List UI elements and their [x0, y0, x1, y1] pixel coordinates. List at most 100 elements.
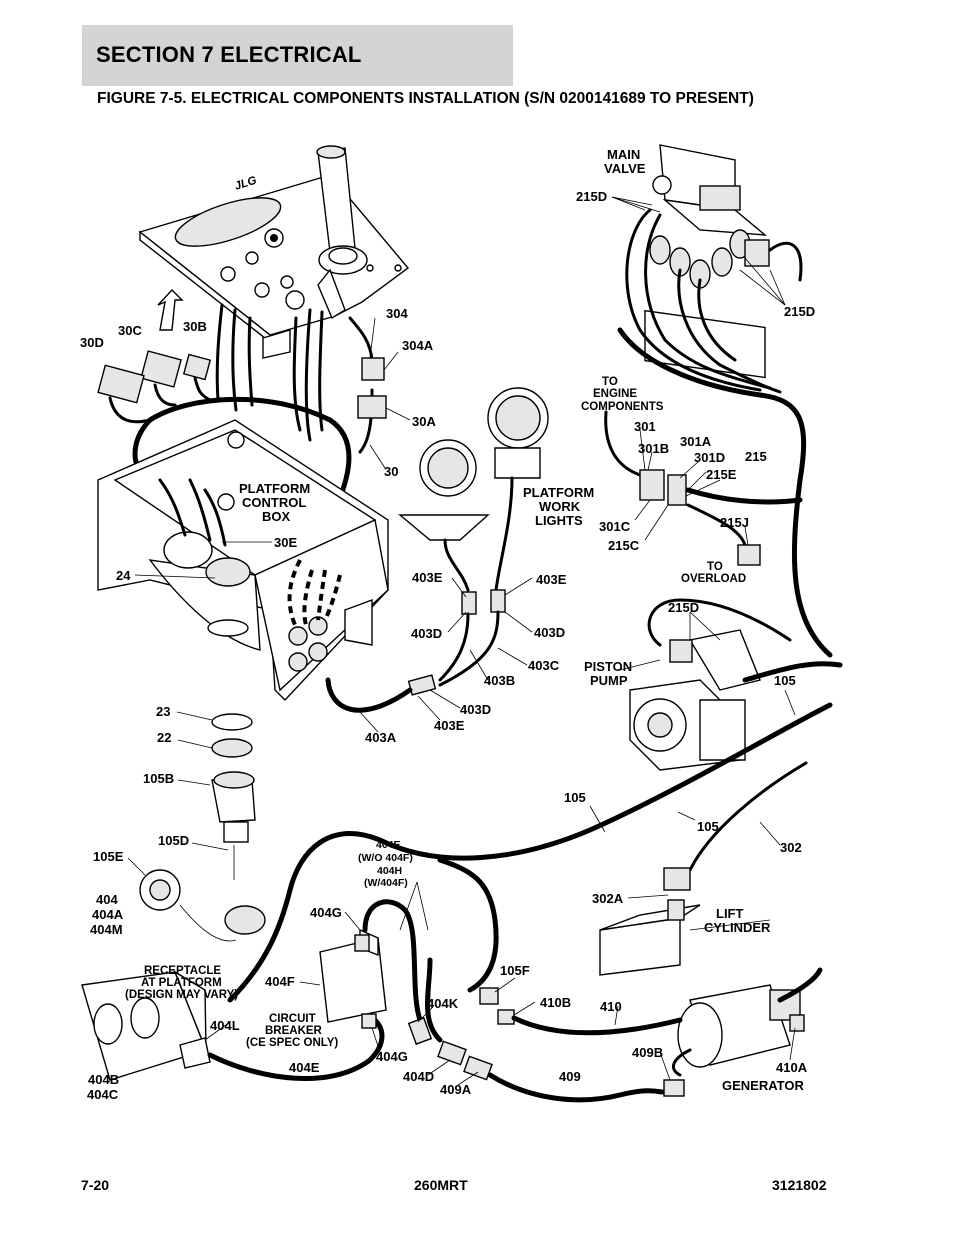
- label-30: 30: [384, 464, 398, 479]
- label-30c: 30C: [118, 323, 142, 338]
- label-404d: 404D: [403, 1069, 434, 1084]
- label-piston-1: PISTON: [584, 659, 632, 674]
- label-to-overload-2: OVERLOAD: [681, 573, 746, 585]
- label-404: 404: [96, 892, 118, 907]
- label-215d: 215D: [576, 189, 607, 204]
- circuit-breaker: [319, 899, 423, 1029]
- label-403c: 403C: [528, 658, 560, 673]
- label-to-engine-2: ENGINE: [593, 388, 637, 400]
- label-404e-top: 404E: [376, 839, 401, 851]
- footer-page-number: 7-20: [81, 1177, 110, 1193]
- label-404g: 404G: [376, 1049, 408, 1064]
- label-301d: 301D: [694, 450, 725, 465]
- label-105: 105: [774, 673, 796, 688]
- label-404b: 404B: [88, 1072, 119, 1087]
- label-301: 301: [634, 419, 656, 434]
- receptacle-box: [81, 970, 385, 1081]
- label-pcb-2: CONTROL: [242, 495, 306, 510]
- label-105: 105: [697, 819, 719, 834]
- label-lift-1: LIFT: [716, 906, 743, 921]
- main-valve: [617, 144, 833, 658]
- section-header-bar: SECTION 7 ELECTRICAL: [82, 25, 513, 86]
- label-404k: 404K: [427, 996, 459, 1011]
- label-rec-3: (DESIGN MAY VARY): [125, 989, 238, 1001]
- label-pwl-1: PLATFORM: [523, 485, 594, 500]
- label-410b: 410B: [540, 995, 571, 1010]
- label-403d: 403D: [534, 625, 565, 640]
- generator: [663, 967, 823, 1097]
- label-to-engine-3: COMPONENTS: [581, 401, 664, 413]
- label-403d: 403D: [460, 702, 491, 717]
- leader-lines: [127, 196, 796, 1086]
- label-main-valve-1: MAIN: [607, 147, 640, 162]
- label-cb-3: (CE SPEC ONLY): [246, 1037, 338, 1049]
- label-404l: 404L: [210, 1018, 240, 1033]
- label-215d: 215D: [784, 304, 815, 319]
- label-w-404f: (W/404F): [364, 877, 408, 889]
- label-cb-1: CIRCUIT: [269, 1013, 316, 1025]
- label-pcb-1: PLATFORM: [239, 481, 310, 496]
- label-23: 23: [156, 704, 170, 719]
- label-rec-1: RECEPTACLE: [144, 965, 221, 977]
- label-24: 24: [116, 568, 131, 583]
- label-105d: 105D: [158, 833, 189, 848]
- label-403e: 403E: [412, 570, 443, 585]
- label-30e: 30E: [274, 535, 297, 550]
- label-rec-2: AT PLATFORM: [141, 977, 222, 989]
- label-404e: 404E: [289, 1060, 320, 1075]
- label-105f: 105F: [500, 963, 530, 978]
- piston-pump: [629, 598, 843, 771]
- label-404g: 404G: [310, 905, 342, 920]
- label-215: 215: [745, 449, 767, 464]
- label-generator: GENERATOR: [722, 1078, 804, 1093]
- control-panel: JLG: [138, 145, 410, 359]
- work-lights: [325, 387, 549, 713]
- label-403d: 403D: [411, 626, 442, 641]
- label-301a: 301A: [680, 434, 712, 449]
- svg-text:JLG: JLG: [233, 175, 258, 193]
- connectors-30: [97, 350, 387, 424]
- control-box: [97, 419, 389, 702]
- receptacle-parts: [139, 713, 266, 942]
- label-302: 302: [780, 840, 802, 855]
- label-404h: 404H: [377, 865, 402, 877]
- label-404m: 404M: [90, 922, 123, 937]
- label-215c: 215C: [608, 538, 640, 553]
- label-404c: 404C: [87, 1087, 119, 1102]
- engine-connectors: [604, 410, 803, 566]
- label-302a: 302A: [592, 891, 624, 906]
- label-30b: 30B: [183, 319, 207, 334]
- lift-cylinder: [599, 899, 771, 976]
- label-to-engine-1: TO: [602, 376, 618, 388]
- label-105: 105: [564, 790, 586, 805]
- footer-model: 260MRT: [414, 1177, 468, 1193]
- label-403e: 403E: [536, 572, 567, 587]
- label-wo-404f: (W/O 404F): [358, 852, 413, 864]
- label-pwl-2: WORK: [539, 499, 581, 514]
- main-harness: [227, 702, 833, 1003]
- label-301b: 301B: [638, 441, 669, 456]
- label-215e: 215E: [706, 467, 737, 482]
- label-pcb-3: BOX: [262, 509, 291, 524]
- label-105b: 105B: [143, 771, 174, 786]
- label-409b: 409B: [632, 1045, 663, 1060]
- label-403a: 403A: [365, 730, 397, 745]
- label-409a: 409A: [440, 1082, 472, 1097]
- label-30d: 30D: [80, 335, 104, 350]
- section-title: SECTION 7 ELECTRICAL: [96, 42, 362, 67]
- label-22: 22: [157, 730, 171, 745]
- footer-doc-number: 3121802: [772, 1177, 827, 1193]
- bottom-harness: [407, 957, 683, 1103]
- label-215j: 215J: [720, 515, 749, 530]
- label-piston-2: PUMP: [590, 673, 628, 688]
- up-arrow-icon: [157, 288, 184, 331]
- label-30a: 30A: [412, 414, 436, 429]
- label-409: 409: [559, 1069, 581, 1084]
- label-lift-2: CYLINDER: [704, 920, 771, 935]
- label-410: 410: [600, 999, 622, 1014]
- label-301c: 301C: [599, 519, 631, 534]
- callout-labels: MAIN VALVE 215D 215D TO ENGINE COMPONENT…: [80, 147, 815, 1102]
- label-pwl-3: LIGHTS: [535, 513, 583, 528]
- label-304: 304: [386, 306, 408, 321]
